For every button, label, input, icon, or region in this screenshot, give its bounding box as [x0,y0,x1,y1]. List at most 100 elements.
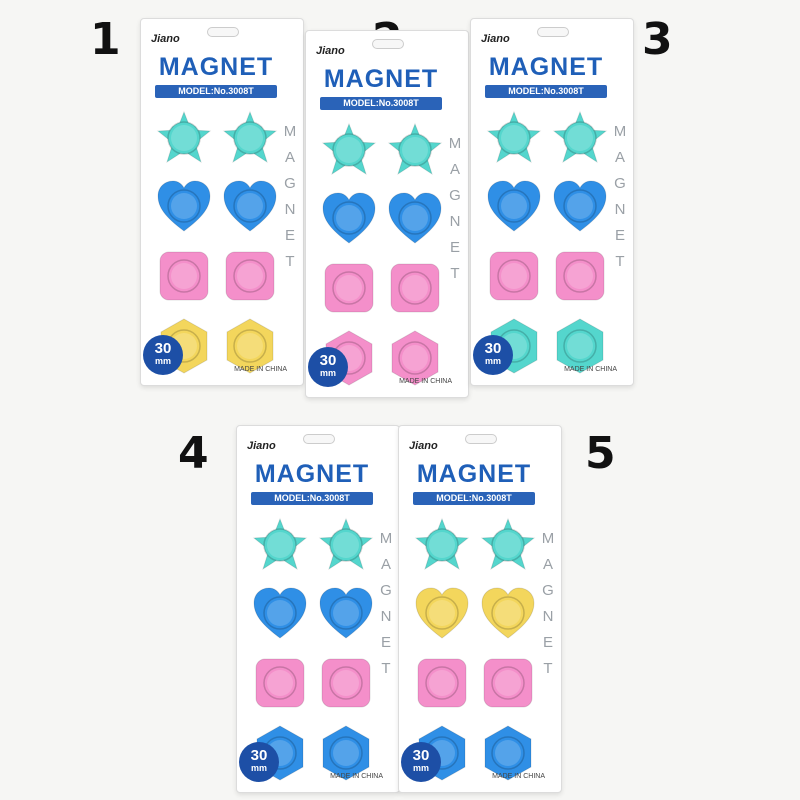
star-magnet-teal [479,516,537,574]
star-magnet-teal [320,121,378,179]
vertical-text: MAGNET [613,123,627,270]
hanger-hole [537,27,569,37]
heart-magnet-blue [485,177,543,235]
magnet-row [251,516,375,574]
square-magnet-pink [155,247,213,305]
model-label: MODEL:No.3008T [155,85,277,98]
square-magnet-pink [251,654,309,712]
card-title: MAGNET [323,65,439,93]
hexagon-magnet-pink [386,329,444,387]
size-number: 30 [319,352,337,369]
heart-magnet-blue [551,177,609,235]
magnet-row [155,317,279,375]
brand-logo: Jiano [247,440,276,452]
vertical-text: MAGNET [541,530,555,677]
square-magnet-pink [317,654,375,712]
vertical-text: MAGNET [448,135,462,282]
magnet-row [251,584,375,642]
hanger-hole [465,434,497,444]
label-4: 4 [178,428,209,479]
magnet-row [155,109,279,167]
square-magnet-pink [413,654,471,712]
heart-magnet-blue [251,584,309,642]
star-magnet-teal [551,109,609,167]
card-title: MAGNET [488,53,604,81]
square-magnet-pink [551,247,609,305]
magnet-row [413,654,537,712]
hexagon-magnet-teal [551,317,609,375]
hexagon-magnet-blue [479,724,537,782]
star-magnet-teal [413,516,471,574]
hanger-hole [303,434,335,444]
hanger-hole [207,27,239,37]
magnet-row [251,654,375,712]
made-in-label: MADE IN CHINA [492,773,545,780]
label-3: 3 [642,14,673,65]
star-magnet-teal [155,109,213,167]
brand-logo: Jiano [409,440,438,452]
made-in-label: MADE IN CHINA [564,366,617,373]
heart-magnet-blue [155,177,213,235]
square-magnet-pink [320,259,378,317]
card-title: MAGNET [158,53,274,81]
star-magnet-teal [485,109,543,167]
model-label: MODEL:No.3008T [320,97,442,110]
label-1: 1 [90,14,121,65]
size-number: 30 [250,747,268,764]
magnet-row [485,177,609,235]
model-label: MODEL:No.3008T [251,492,373,505]
magnet-row [155,247,279,305]
model-label: MODEL:No.3008T [413,492,535,505]
size-unit: mm [154,356,171,366]
made-in-label: MADE IN CHINA [330,773,383,780]
size-unit: mm [319,368,336,378]
made-in-label: MADE IN CHINA [399,378,452,385]
hanger-hole [372,39,404,49]
size-unit: mm [412,763,429,773]
square-magnet-pink [221,247,279,305]
hexagon-magnet-yellow [221,317,279,375]
square-magnet-pink [386,259,444,317]
magnet-row [155,177,279,235]
card-title: MAGNET [416,460,532,488]
size-number: 30 [484,340,502,357]
hexagon-magnet-blue [317,724,375,782]
size-number: 30 [154,340,172,357]
heart-magnet-yellow [413,584,471,642]
size-unit: mm [484,356,501,366]
size-unit: mm [250,763,267,773]
magnet-row [320,259,444,317]
heart-magnet-blue [221,177,279,235]
magnet-row [413,584,537,642]
magnet-row [485,247,609,305]
made-in-label: MADE IN CHINA [234,366,287,373]
card-title: MAGNET [254,460,370,488]
size-number: 30 [412,747,430,764]
vertical-text: MAGNET [283,123,297,270]
vertical-text: MAGNET [379,530,393,677]
brand-logo: Jiano [151,33,180,45]
magnet-row [413,516,537,574]
star-magnet-teal [386,121,444,179]
star-magnet-teal [251,516,309,574]
star-magnet-teal [317,516,375,574]
magnet-row [320,189,444,247]
label-5: 5 [585,428,616,479]
magnet-row [485,109,609,167]
square-magnet-pink [479,654,537,712]
heart-magnet-blue [320,189,378,247]
star-magnet-teal [221,109,279,167]
heart-magnet-blue [317,584,375,642]
heart-magnet-yellow [479,584,537,642]
heart-magnet-blue [386,189,444,247]
